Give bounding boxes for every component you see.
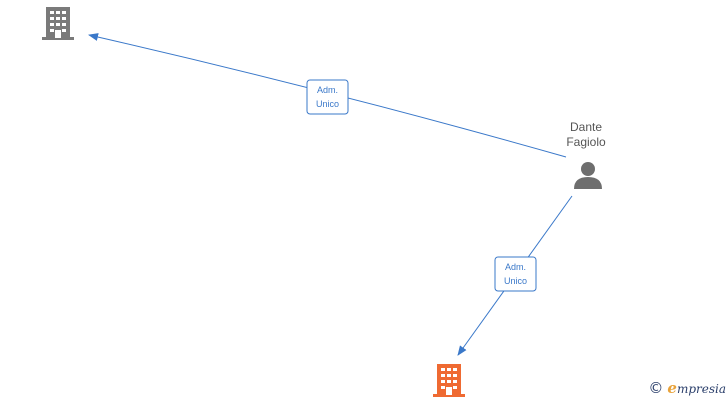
edge-label-2-line1: Adm.	[505, 262, 526, 272]
person-node[interactable]: Dante Fagiolo	[566, 120, 606, 189]
footer-brand: © empresia	[648, 381, 726, 396]
edge-label-1[interactable]: Adm. Unico	[306, 79, 349, 115]
brand-logo[interactable]: empresia	[667, 381, 726, 396]
edge-label-1-line1: Adm.	[317, 85, 338, 95]
edge-label-2[interactable]: Adm. Unico	[494, 256, 537, 292]
edge-label-1-line2: Unico	[316, 99, 339, 109]
brand-name: mpresia	[676, 382, 726, 396]
person-name-line1: Dante	[570, 120, 602, 134]
building-icon[interactable]	[42, 7, 74, 40]
edge-label-2-line2: Unico	[504, 276, 527, 286]
copyright-symbol: ©	[648, 379, 664, 397]
person-icon	[574, 162, 602, 189]
person-name-line2: Fagiolo	[566, 135, 606, 149]
brand-initial: e	[667, 379, 677, 397]
building-icon[interactable]	[433, 364, 465, 397]
